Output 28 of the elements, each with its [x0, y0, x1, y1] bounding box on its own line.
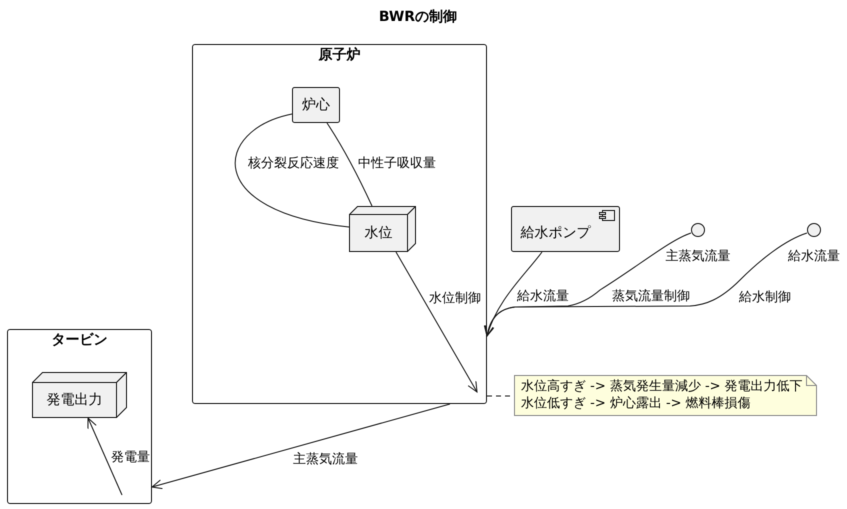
component-label: 給水ポンプ — [520, 225, 590, 241]
arrow — [87, 418, 122, 496]
component-box — [511, 206, 620, 252]
edge-label: 蒸気流量制御 — [611, 288, 691, 304]
interface-circle — [807, 223, 821, 237]
process-box: 炉心 — [292, 87, 340, 123]
arrow — [484, 232, 808, 336]
edge-label: 中性子吸収量 — [357, 156, 437, 170]
frame-title: 原子炉 — [318, 47, 360, 63]
interface-circle — [691, 223, 705, 237]
diagram-title: BWRの制御 — [378, 9, 458, 25]
arrow — [152, 404, 450, 490]
package-frame — [192, 44, 487, 404]
edge-label: 発電量 — [110, 450, 151, 464]
note: 水位高すぎ -> 蒸気発生量減少 -> 発電出力低下 水位低すぎ -> 炉心露出 -> 燃料棒損傷 — [514, 375, 817, 416]
edge-label: 給水流量 — [516, 288, 570, 304]
connector-line — [326, 122, 372, 206]
circle-caption: 給水流量 — [788, 249, 840, 264]
edge-label: 核分裂反応速度 — [247, 156, 340, 170]
edge-label: 給水制御 — [738, 290, 792, 304]
connector-line — [234, 114, 350, 228]
arrow — [396, 252, 478, 392]
package-frame — [7, 329, 152, 504]
edge-label: 主蒸気流量 — [292, 452, 359, 466]
circle-caption: 主蒸気流量 — [666, 249, 730, 264]
frame-title: タービン — [52, 332, 108, 348]
arrow — [485, 252, 542, 336]
edge-label: 水位制御 — [428, 290, 482, 306]
